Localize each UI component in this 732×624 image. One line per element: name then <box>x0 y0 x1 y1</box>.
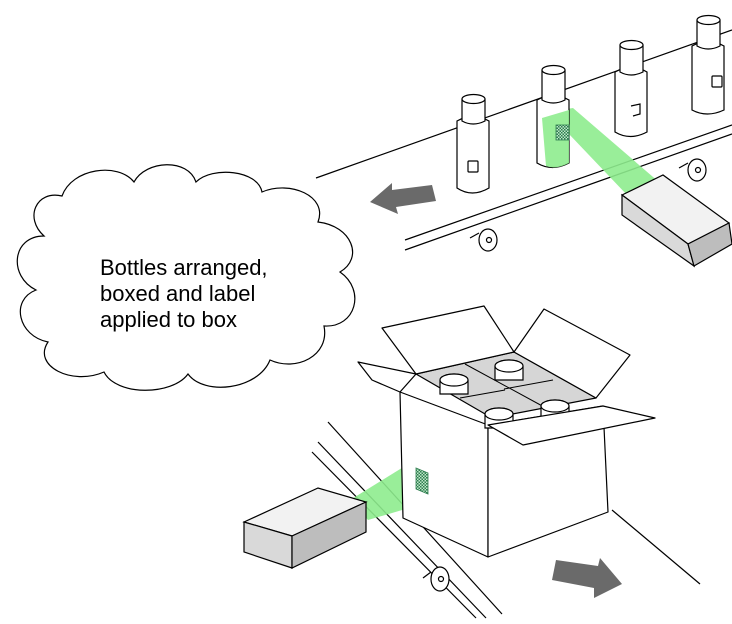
bottle-2-label <box>555 124 570 141</box>
callout-line-1: Bottles arranged, <box>100 255 268 280</box>
box-flaps <box>357 305 656 446</box>
callout-text: Bottles arranged, boxed and label applie… <box>100 255 350 333</box>
flap-left <box>357 361 417 393</box>
top-conveyor <box>315 29 732 251</box>
bottom-barcode-scanner <box>242 487 368 569</box>
boxed-cap-back-left <box>439 373 469 395</box>
thought-cloud <box>16 164 356 391</box>
flap-back-right <box>513 308 631 399</box>
box-front-left <box>399 391 489 558</box>
boxed-cap-back-right <box>494 359 524 381</box>
bottom-roller <box>422 566 450 592</box>
flap-back-left <box>381 305 515 375</box>
bottle-4 <box>691 14 725 115</box>
flap-front <box>487 405 656 446</box>
bottom-direction-arrow <box>552 558 622 598</box>
top-direction-arrow <box>370 183 436 214</box>
top-roller-left <box>469 228 498 252</box>
bottle-1 <box>456 93 490 194</box>
box-label <box>415 467 429 495</box>
top-roller-right <box>678 158 707 182</box>
shipping-box <box>399 351 609 558</box>
top-barcode-scanner <box>620 174 732 268</box>
top-scan-beam <box>548 108 660 196</box>
bottle-3 <box>614 39 648 138</box>
callout-line-2: boxed and label <box>100 281 256 306</box>
callout-line-3: applied to box <box>100 307 237 332</box>
bottle-2-beam-tint <box>542 110 569 168</box>
